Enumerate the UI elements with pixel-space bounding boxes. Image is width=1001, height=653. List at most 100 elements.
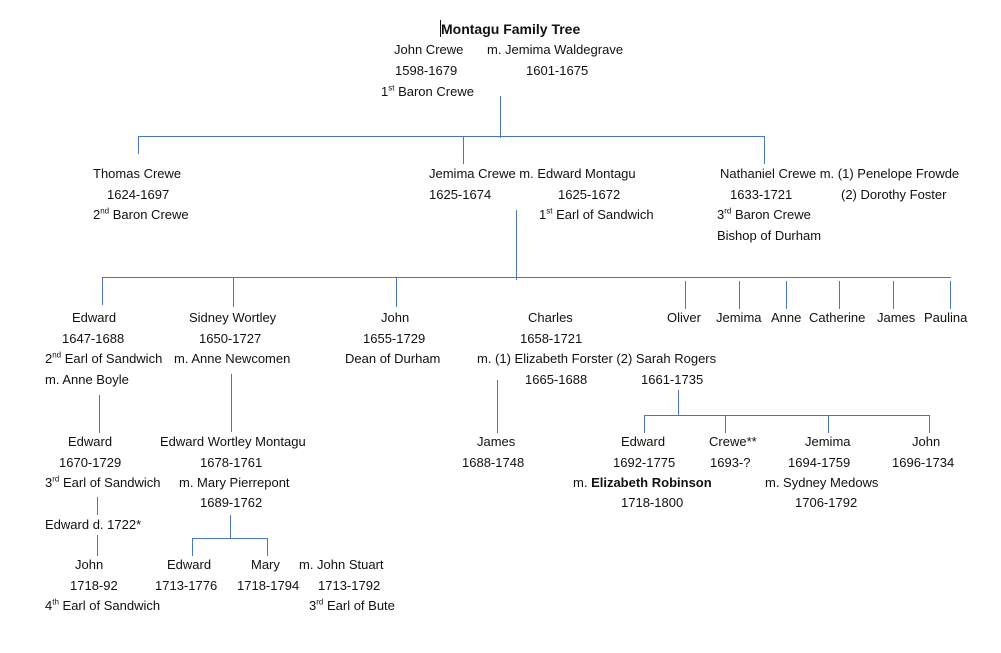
connector: [929, 415, 930, 433]
spouse-dates: 1661-1735: [641, 372, 704, 387]
connector: [685, 281, 686, 309]
text-cursor: [440, 20, 441, 37]
sibling-name: James: [877, 310, 916, 325]
person-title: Bishop of Durham: [717, 228, 822, 243]
person-name: Mary: [251, 557, 280, 572]
person-dates: 1696-1734: [892, 455, 955, 470]
connector: [644, 415, 930, 416]
person-dates: 1670-1729: [59, 455, 122, 470]
spouse-title: 1st Earl of Sandwich: [539, 206, 654, 222]
person-title: 2nd Baron Crewe: [93, 206, 189, 222]
connector: [497, 380, 498, 433]
connector: [500, 96, 501, 138]
person-name: Edward: [167, 557, 212, 572]
person-dates: 1650-1727: [199, 331, 262, 346]
connector: [138, 136, 765, 137]
connector: [267, 538, 268, 556]
person-title: 3rd Earl of Sandwich: [45, 474, 161, 490]
sibling-name: Oliver: [667, 310, 701, 325]
connector: [786, 281, 787, 309]
spouse-title: 3rd Earl of Bute: [309, 597, 395, 613]
person-name: John: [912, 434, 941, 449]
connector: [102, 277, 951, 278]
person-name: James: [477, 434, 516, 449]
person-dates: 1688-1748: [462, 455, 525, 470]
person-dates: 1678-1761: [200, 455, 263, 470]
person-dates: 1598-1679: [395, 63, 458, 78]
connector: [764, 136, 765, 164]
connector: [739, 281, 740, 309]
connector: [839, 281, 840, 309]
person-dates: 1655-1729: [363, 331, 426, 346]
person-name: Edward: [621, 434, 666, 449]
person-dates: 1718-1794: [237, 578, 300, 593]
person-title: 2nd Earl of Sandwich: [45, 350, 163, 366]
connector: [192, 538, 193, 556]
connector: [516, 210, 517, 280]
connector: [230, 515, 231, 539]
connector: [678, 390, 679, 416]
person-name: Edward Wortley Montagu: [160, 434, 306, 449]
person-dates: 1658-1721: [520, 331, 583, 346]
page-title: Montagu Family Tree: [441, 21, 581, 37]
person-name: Edward: [68, 434, 113, 449]
connector: [233, 277, 234, 307]
spouse-dates: 1601-1675: [526, 63, 589, 78]
person-name: Charles: [528, 310, 573, 325]
person-name: Sidney Wortley: [189, 310, 277, 325]
person-title: 3rd Baron Crewe: [717, 206, 811, 222]
spouse-dates: 1665-1688: [525, 372, 588, 387]
person-name: Crewe**: [709, 434, 757, 449]
person-name: Edward: [72, 310, 117, 325]
connector: [828, 415, 829, 433]
connector: [644, 415, 645, 433]
spouse-name: m. (1) Elizabeth Forster (2) Sarah Roger…: [477, 351, 717, 366]
spouse-name: m. Anne Boyle: [45, 372, 129, 387]
spouse-name: m. Jemima Waldegrave: [487, 42, 624, 57]
connector: [231, 374, 232, 432]
connector: [396, 277, 397, 307]
spouse-dates: 1706-1792: [795, 495, 858, 510]
connector: [99, 395, 100, 433]
spouse-name: m. Sydney Medows: [765, 475, 879, 490]
connector: [893, 281, 894, 309]
person-dates: 1625-1674: [429, 187, 492, 202]
sibling-name: Anne: [771, 310, 802, 325]
spouse-dates: 1718-1800: [621, 495, 684, 510]
sibling-name: Jemima: [716, 310, 762, 325]
spouse-name: m. Mary Pierrepont: [179, 475, 290, 490]
connector: [463, 136, 464, 164]
person-dates: 1692-1775: [613, 455, 676, 470]
connector: [192, 538, 268, 539]
sibling-name: Catherine: [809, 310, 866, 325]
person-title: 4th Earl of Sandwich: [45, 597, 161, 613]
spouse-name: (2) Dorothy Foster: [841, 187, 947, 202]
sibling-name: Paulina: [924, 310, 968, 325]
person-dates: 1718-92: [70, 578, 118, 593]
person-name: Jemima: [805, 434, 851, 449]
person-name: John Crewe: [394, 42, 464, 57]
connector: [950, 281, 951, 309]
person-name: John: [75, 557, 104, 572]
spouse-dates: 1689-1762: [200, 495, 263, 510]
child-note: Edward d. 1722*: [45, 517, 142, 532]
person-title: 1st Baron Crewe: [381, 83, 474, 99]
person-name: John: [381, 310, 410, 325]
person-dates: 1713-1776: [155, 578, 218, 593]
person-dates: 1693-?: [710, 455, 751, 470]
couple-line: Nathaniel Crewe m. (1) Penelope Frowde: [720, 166, 960, 181]
spouse-dates: 1713-1792: [318, 578, 381, 593]
couple-line: Jemima Crewe m. Edward Montagu: [429, 166, 636, 181]
person-dates: 1647-1688: [62, 331, 125, 346]
connector: [138, 136, 139, 154]
spouse-dates: 1625-1672: [558, 187, 621, 202]
spouse-name: m. Anne Newcomen: [174, 351, 291, 366]
person-name: Thomas Crewe: [93, 166, 182, 181]
connector: [725, 415, 726, 433]
person-dates: 1624-1697: [107, 187, 170, 202]
person-dates: 1633-1721: [730, 187, 793, 202]
connector: [102, 277, 103, 305]
connector: [97, 535, 98, 556]
connector: [97, 497, 98, 515]
person-title: Dean of Durham: [345, 351, 441, 366]
